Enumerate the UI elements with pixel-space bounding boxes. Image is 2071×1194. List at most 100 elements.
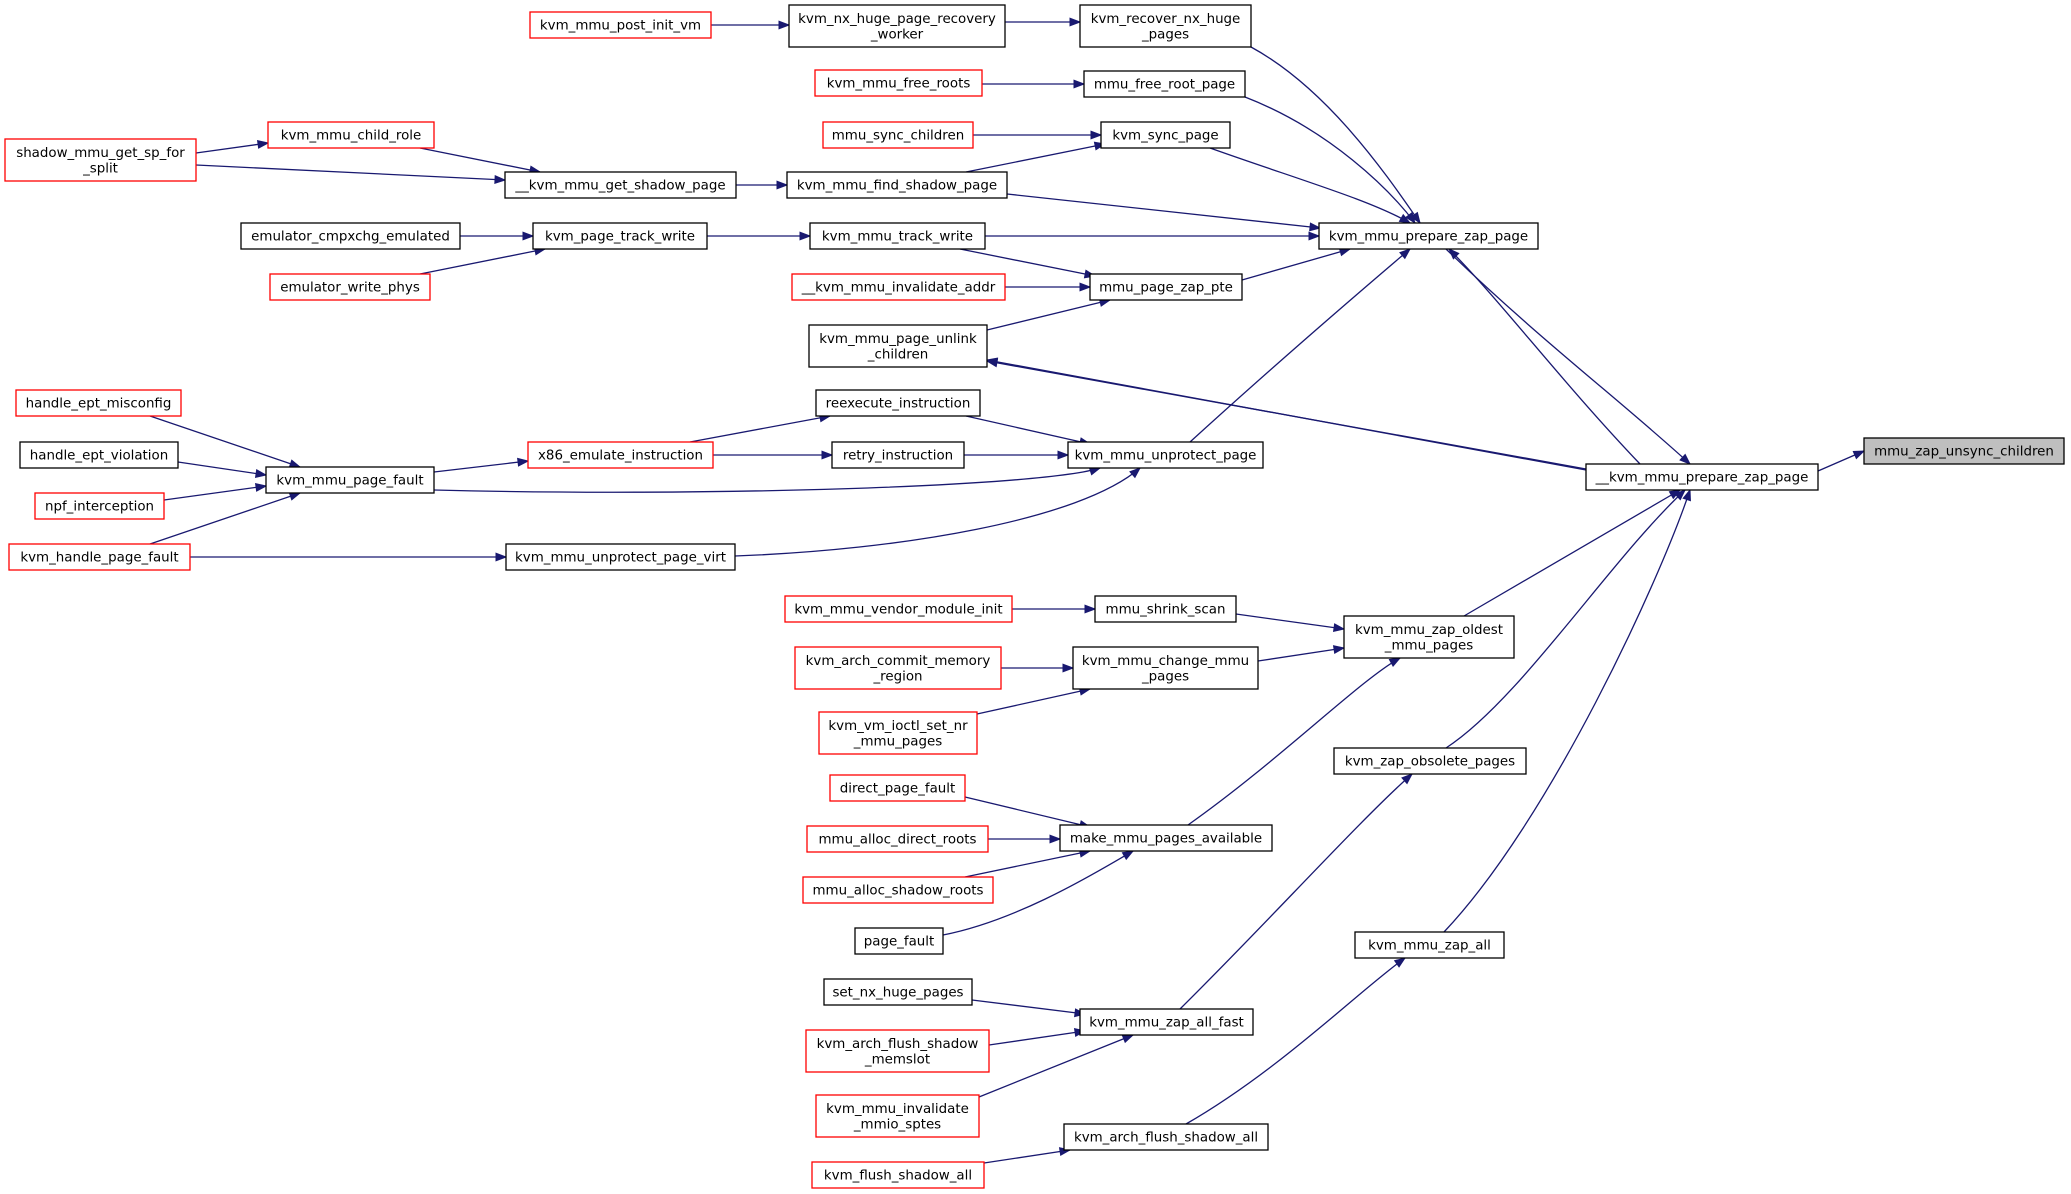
edge-handle_pf-to-page_fault bbox=[149, 492, 302, 545]
node-alloc-direct[interactable]: mmu_alloc_direct_roots bbox=[806, 825, 989, 853]
node-find-shadow[interactable]: kvm_mmu_find_shadow_page bbox=[786, 171, 1008, 199]
node-box bbox=[1333, 747, 1527, 775]
node-unlink[interactable]: kvm_mmu_page_unlink_children bbox=[808, 324, 988, 368]
node-label: emulator_write_phys bbox=[280, 281, 420, 296]
node-label: kvm_mmu_vendor_module_init bbox=[794, 603, 1002, 618]
node-label: __kvm_mmu_prepare_zap_page bbox=[1595, 471, 1809, 486]
node-box bbox=[267, 121, 435, 149]
node-label: _children bbox=[867, 347, 928, 362]
node-label: mmu_page_zap_pte bbox=[1099, 281, 1233, 296]
node-label: kvm_mmu_invalidate bbox=[826, 1102, 969, 1117]
node-label: kvm_mmu_change_mmu bbox=[1082, 654, 1249, 669]
node-track-write[interactable]: kvm_mmu_track_write bbox=[809, 222, 986, 250]
node-inval-mmio[interactable]: kvm_mmu_invalidate_mmio_sptes bbox=[815, 1094, 980, 1138]
edge-zap_pte-to-prep bbox=[1241, 247, 1352, 281]
node-box bbox=[802, 876, 994, 904]
node-label: kvm_mmu_track_write bbox=[822, 230, 973, 245]
node-shrink[interactable]: mmu_shrink_scan bbox=[1094, 595, 1237, 623]
node-page-fault[interactable]: kvm_mmu_page_fault bbox=[265, 466, 435, 494]
node-vendor-init[interactable]: kvm_mmu_vendor_module_init bbox=[784, 595, 1013, 623]
node-free-roots[interactable]: kvm_mmu_free_roots bbox=[814, 69, 983, 97]
edge-make_avail-to-zap_oldest bbox=[1187, 657, 1402, 826]
node-label: make_mmu_pages_available bbox=[1070, 832, 1262, 847]
node-label: _region bbox=[872, 669, 922, 684]
node-ioctl-nr[interactable]: kvm_vm_ioctl_set_nr_mmu_pages bbox=[818, 711, 978, 755]
node-prep-dunder[interactable]: __kvm_mmu_prepare_zap_page bbox=[1585, 463, 1819, 491]
node-sync-children[interactable]: mmu_sync_children bbox=[822, 121, 974, 149]
node-set-nx[interactable]: set_nx_huge_pages bbox=[823, 978, 973, 1006]
node-retry[interactable]: retry_instruction bbox=[831, 441, 965, 469]
node-nx-worker[interactable]: kvm_nx_huge_page_recovery_worker bbox=[788, 4, 1006, 48]
node-direct-pf[interactable]: direct_page_fault bbox=[829, 774, 966, 802]
node-flush-all[interactable]: kvm_flush_shadow_all bbox=[811, 1161, 985, 1189]
node-flush-all-arch[interactable]: kvm_arch_flush_shadow_all bbox=[1063, 1123, 1269, 1151]
node-flush-memslot[interactable]: kvm_arch_flush_shadow_memslot bbox=[805, 1029, 990, 1073]
node-prep[interactable]: kvm_mmu_prepare_zap_page bbox=[1318, 222, 1539, 250]
edge-change_mmu-to-zap_oldest bbox=[1257, 645, 1346, 662]
node-reexec[interactable]: reexecute_instruction bbox=[815, 389, 981, 417]
node-zap-pte[interactable]: mmu_page_zap_pte bbox=[1089, 273, 1243, 301]
node-x86-emul[interactable]: x86_emulate_instruction bbox=[527, 441, 714, 469]
node-box bbox=[808, 324, 988, 368]
node-label: mmu_alloc_shadow_roots bbox=[813, 884, 984, 899]
node-zap-all[interactable]: kvm_mmu_zap_all bbox=[1354, 931, 1505, 959]
node-alloc-shadow[interactable]: mmu_alloc_shadow_roots bbox=[802, 876, 994, 904]
node-box bbox=[822, 121, 974, 149]
edge-track_write-to-prep bbox=[985, 231, 1321, 241]
node-box bbox=[791, 273, 1006, 301]
edge-unlink-to-zap_pte bbox=[986, 298, 1112, 331]
node-root[interactable]: mmu_zap_unsync_children bbox=[1863, 437, 2065, 465]
node-cmpxchg[interactable]: emulator_cmpxchg_emulated bbox=[240, 222, 461, 250]
node-get-shadow[interactable]: __kvm_mmu_get_shadow_page bbox=[504, 171, 737, 199]
node-box bbox=[1318, 222, 1539, 250]
node-make-avail[interactable]: make_mmu_pages_available bbox=[1059, 824, 1273, 852]
node-change-mmu[interactable]: kvm_mmu_change_mmu_pages bbox=[1072, 646, 1259, 690]
edge-page_fault-to-unprotect bbox=[433, 466, 1102, 493]
node-ept-viol[interactable]: handle_ept_violation bbox=[19, 441, 179, 469]
node-zap-all-fast[interactable]: kvm_mmu_zap_all_fast bbox=[1079, 1008, 1254, 1036]
node-unprot-virt[interactable]: kvm_mmu_unprotect_page_virt bbox=[505, 543, 736, 571]
node-zap-obsolete[interactable]: kvm_zap_obsolete_pages bbox=[1333, 747, 1527, 775]
edge-zap_all-to-prep_dunder bbox=[1443, 488, 1691, 933]
edge-prep-to-prep_dunder bbox=[1445, 248, 1692, 465]
node-box bbox=[809, 222, 986, 250]
node-write-phys[interactable]: emulator_write_phys bbox=[269, 273, 431, 301]
node-sync-page[interactable]: kvm_sync_page bbox=[1100, 121, 1231, 149]
edge-vendor_init-to-shrink bbox=[1012, 604, 1097, 614]
node-npf[interactable]: npf_interception bbox=[34, 492, 165, 520]
edge-unprotect-to-prep bbox=[1189, 248, 1412, 443]
node-label: kvm_mmu_free_roots bbox=[827, 77, 971, 92]
edge-pt_write-to-track_write bbox=[707, 231, 812, 241]
edge-reexec-to-unprotect bbox=[965, 415, 1092, 447]
node-box bbox=[8, 543, 191, 571]
node-label: kvm_page_track_write bbox=[545, 230, 695, 245]
node-child-role[interactable]: kvm_mmu_child_role bbox=[267, 121, 435, 149]
edge-sp_split-to-child_role bbox=[195, 139, 270, 154]
node-page-fault2[interactable]: page_fault bbox=[854, 927, 944, 955]
node-inval-addr[interactable]: __kvm_mmu_invalidate_addr bbox=[791, 273, 1006, 301]
node-recover[interactable]: kvm_recover_nx_huge_pages bbox=[1079, 4, 1252, 48]
node-sp-split[interactable]: shadow_mmu_get_sp_for_split bbox=[4, 138, 197, 182]
node-zap-oldest[interactable]: kvm_mmu_zap_oldest_mmu_pages bbox=[1343, 615, 1515, 659]
edge-ioctl_nr-to-change_mmu bbox=[976, 686, 1092, 715]
edge-x86_emul-to-retry bbox=[713, 450, 834, 460]
edge-flush_memslot-to-zap_all_fast bbox=[988, 1028, 1087, 1046]
node-post-init[interactable]: kvm_mmu_post_init_vm bbox=[529, 11, 712, 39]
edge-direct_pf-to-make_avail bbox=[964, 796, 1092, 829]
node-ept-misc[interactable]: handle_ept_misconfig bbox=[15, 389, 182, 417]
node-label: mmu_free_root_page bbox=[1094, 78, 1235, 93]
node-box bbox=[240, 222, 461, 250]
node-pt-write[interactable]: kvm_page_track_write bbox=[532, 222, 708, 250]
edge-npf-to-page_fault bbox=[163, 482, 268, 501]
edge-free_root-to-prep bbox=[1244, 96, 1416, 225]
node-handle-pf[interactable]: kvm_handle_page_fault bbox=[8, 543, 191, 571]
node-free-root[interactable]: mmu_free_root_page bbox=[1083, 70, 1246, 98]
node-commit-mem[interactable]: kvm_arch_commit_memory_region bbox=[794, 646, 1002, 690]
node-label: kvm_mmu_zap_all bbox=[1368, 939, 1491, 954]
edge-inval_mmio-to-zap_all_fast bbox=[978, 1034, 1135, 1098]
edge-flush_all_arch-to-zap_all bbox=[1185, 957, 1407, 1125]
node-label: kvm_sync_page bbox=[1112, 129, 1218, 144]
node-unprotect[interactable]: kvm_mmu_unprotect_page bbox=[1067, 441, 1264, 469]
node-label: handle_ept_violation bbox=[30, 449, 168, 464]
